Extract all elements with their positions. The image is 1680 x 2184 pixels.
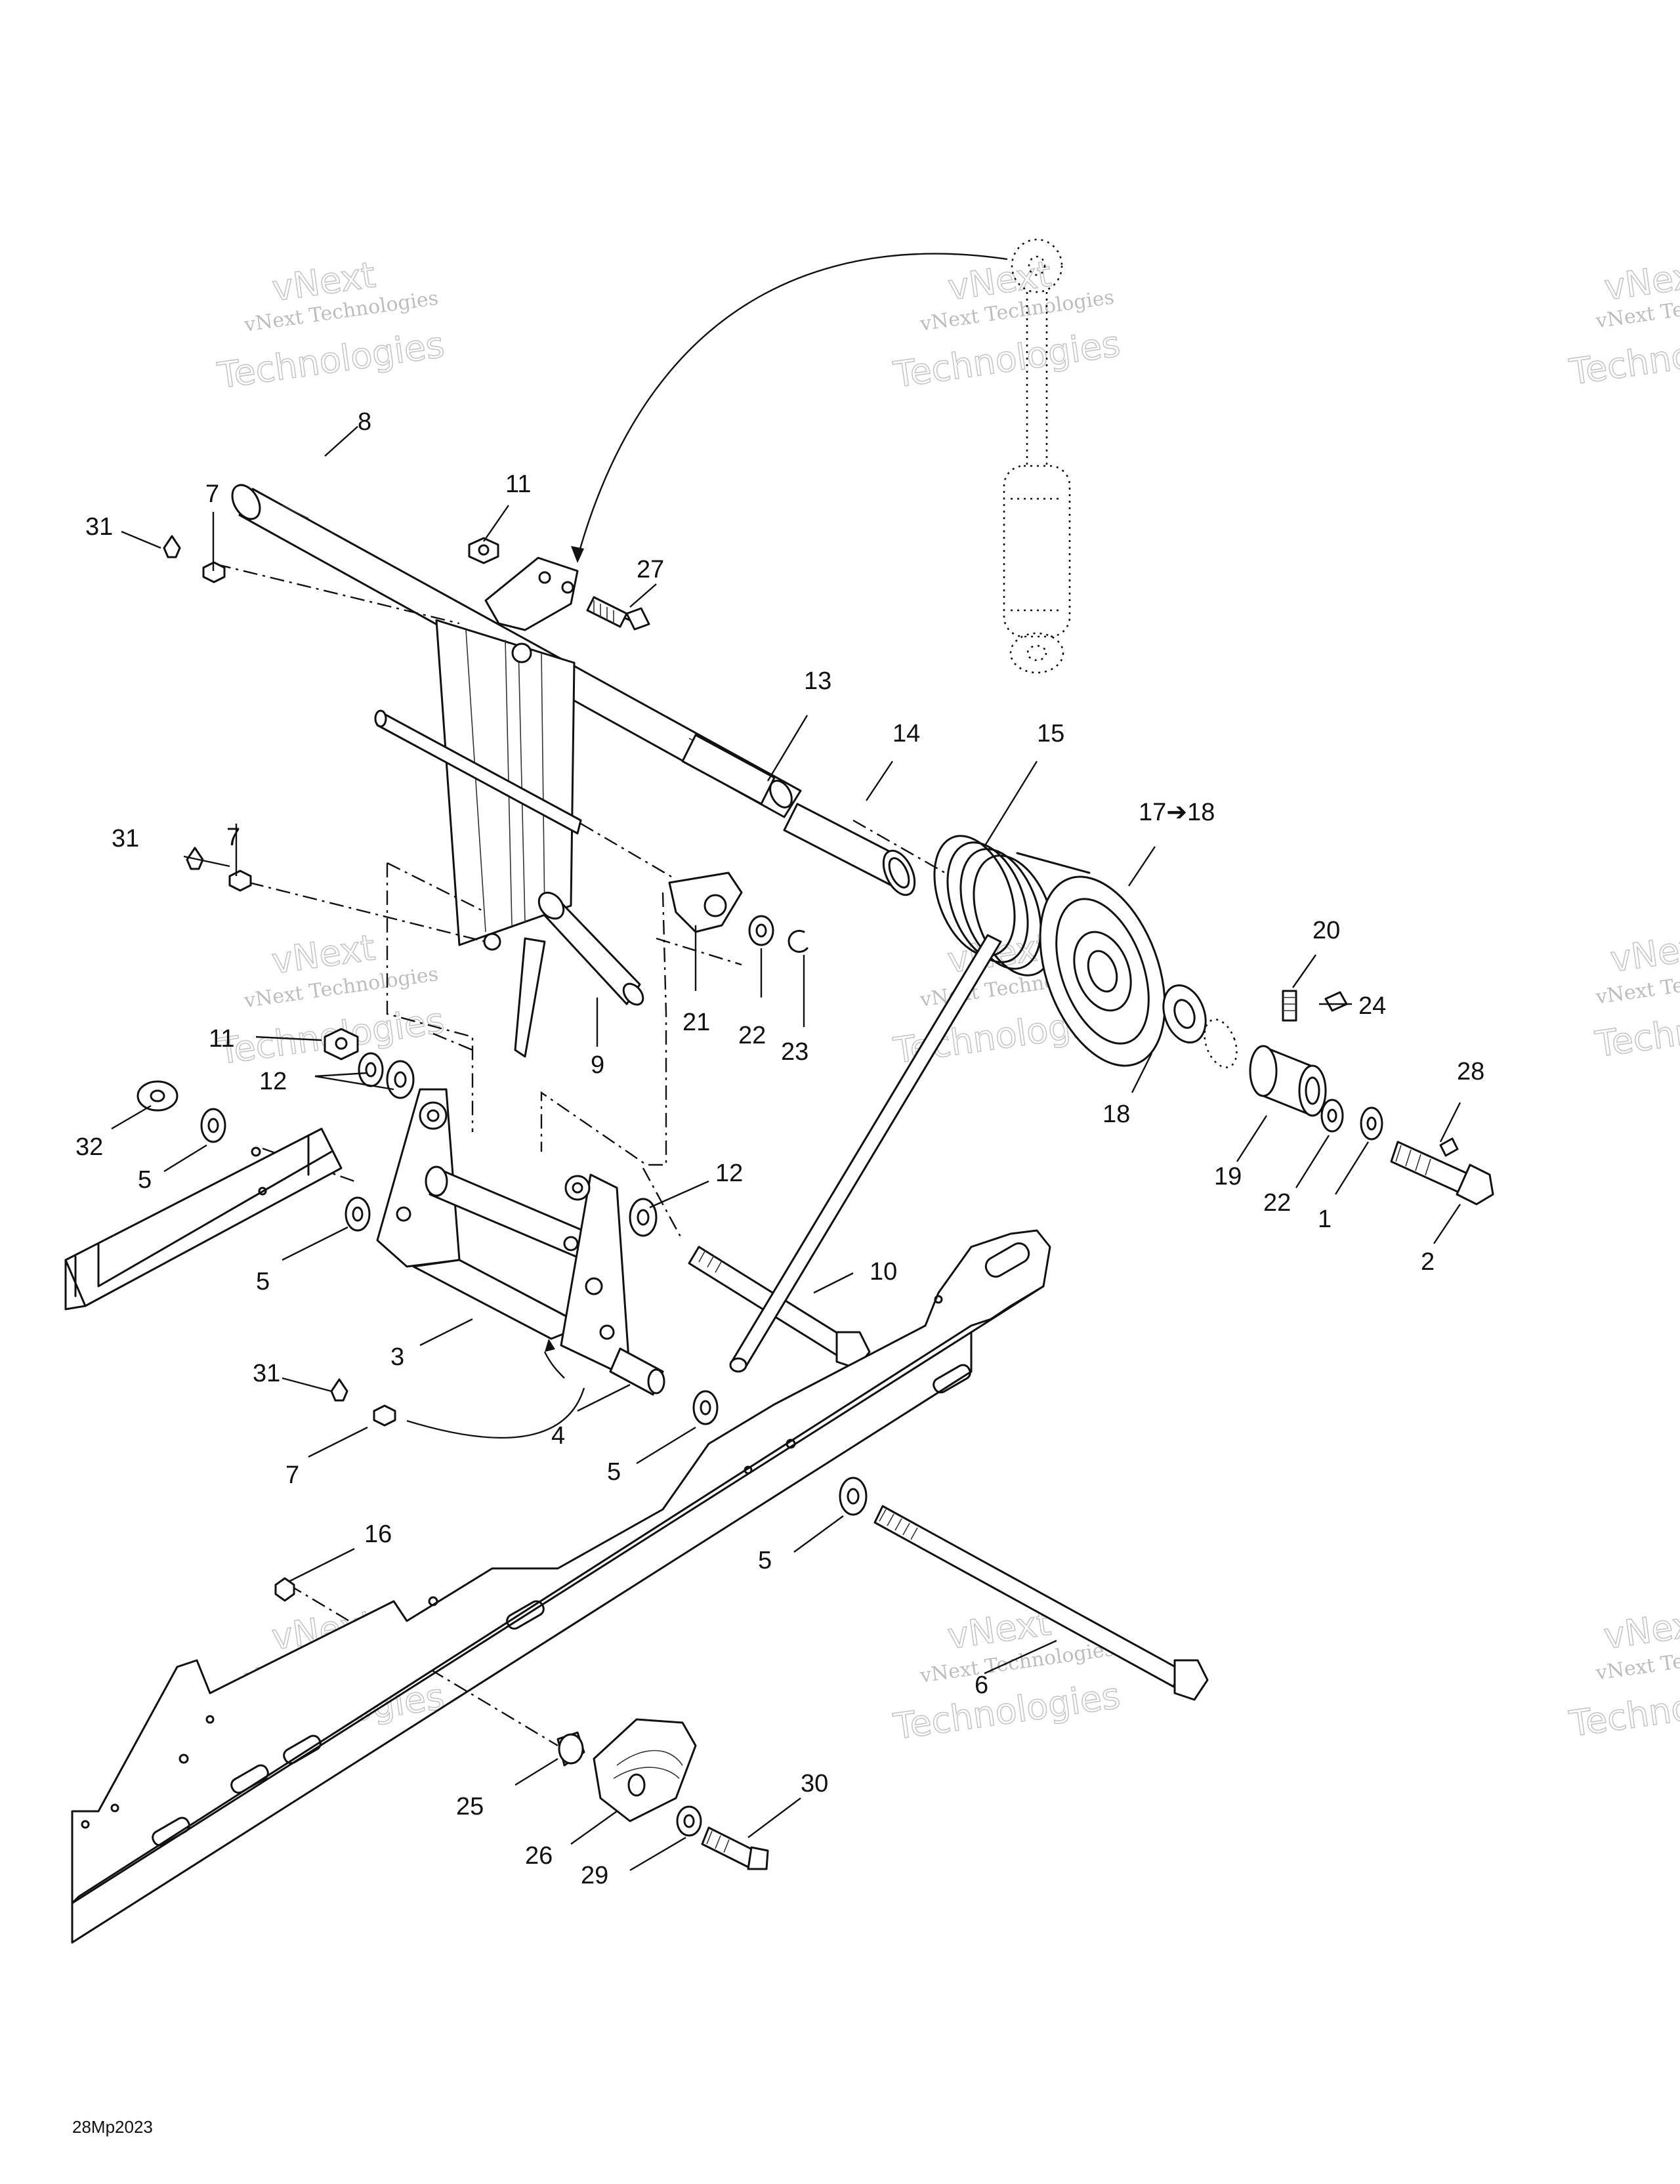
callout-17-18: 17➔18: [1139, 799, 1215, 826]
stopper: [556, 1718, 769, 1870]
callout-12: 12: [259, 1068, 287, 1095]
slide-plate: [374, 619, 644, 1058]
shock-bracket: [468, 537, 650, 631]
callout-16: 16: [364, 1521, 392, 1548]
callout-5: 5: [758, 1547, 772, 1574]
callout-10: 10: [870, 1258, 897, 1286]
callout-25: 25: [456, 1793, 484, 1820]
callout-23: 23: [781, 1038, 808, 1066]
callout-13: 13: [804, 667, 831, 695]
drawing-code: 28Mp2023: [72, 2117, 153, 2137]
leader-lines: [111, 426, 1461, 1872]
callout-11: 11: [505, 471, 531, 498]
assembly-lines: [216, 563, 946, 1747]
callout-31: 31: [253, 1360, 280, 1387]
callout-28: 28: [1457, 1058, 1484, 1085]
watermark-big: Technologies: [1566, 320, 1680, 393]
callout-5: 5: [256, 1268, 270, 1295]
callout-19: 19: [1214, 1163, 1242, 1190]
callout-32: 32: [75, 1133, 103, 1161]
callout-12: 12: [715, 1160, 743, 1187]
watermark-big: vNext: [1601, 1602, 1680, 1657]
callout-22: 22: [1263, 1189, 1291, 1217]
callout-11: 11: [209, 1025, 234, 1053]
callout-26: 26: [525, 1842, 553, 1870]
callout-31: 31: [112, 825, 139, 852]
callout-8: 8: [358, 408, 371, 436]
callout-6: 6: [975, 1671, 988, 1699]
idler-assembly: [783, 803, 1494, 1206]
long-bolts: [688, 934, 1209, 1701]
callout-30: 30: [801, 1770, 828, 1797]
small-hardware: [136, 535, 868, 1602]
callout-7: 7: [205, 480, 219, 508]
shock-absorber: [571, 238, 1071, 674]
watermarks: Technologies vNext vNext Technologies Te…: [215, 253, 1680, 1749]
callout-29: 29: [581, 1862, 608, 1889]
callout-2: 2: [1421, 1248, 1435, 1276]
watermark-big: vNext: [1608, 925, 1680, 980]
callout-18: 18: [1102, 1101, 1130, 1128]
watermark-big: Technologies: [1566, 1672, 1680, 1745]
callout-5: 5: [138, 1166, 152, 1194]
callout-1: 1: [1318, 1206, 1332, 1233]
slide-rail: [71, 1229, 1051, 1944]
callout-9: 9: [591, 1051, 604, 1079]
callout-5: 5: [607, 1458, 621, 1486]
callouts: 8 7 31 11 27 13 14 15 17➔18 20 24 28 18 …: [75, 408, 1484, 1889]
callout-20: 20: [1312, 917, 1340, 944]
callout-14: 14: [892, 720, 920, 747]
callout-15: 15: [1037, 720, 1064, 747]
callout-4: 4: [551, 1422, 565, 1450]
slide-profile: [64, 1127, 343, 1311]
callout-22: 22: [738, 1022, 766, 1049]
callout-21: 21: [682, 1009, 710, 1036]
callout-7: 7: [226, 824, 240, 851]
callout-31: 31: [85, 513, 113, 541]
callout-7: 7: [285, 1461, 299, 1489]
rocker-arm: [376, 1088, 665, 1439]
callout-27: 27: [637, 556, 664, 583]
callout-3: 3: [390, 1343, 404, 1371]
callout-24: 24: [1358, 992, 1386, 1020]
